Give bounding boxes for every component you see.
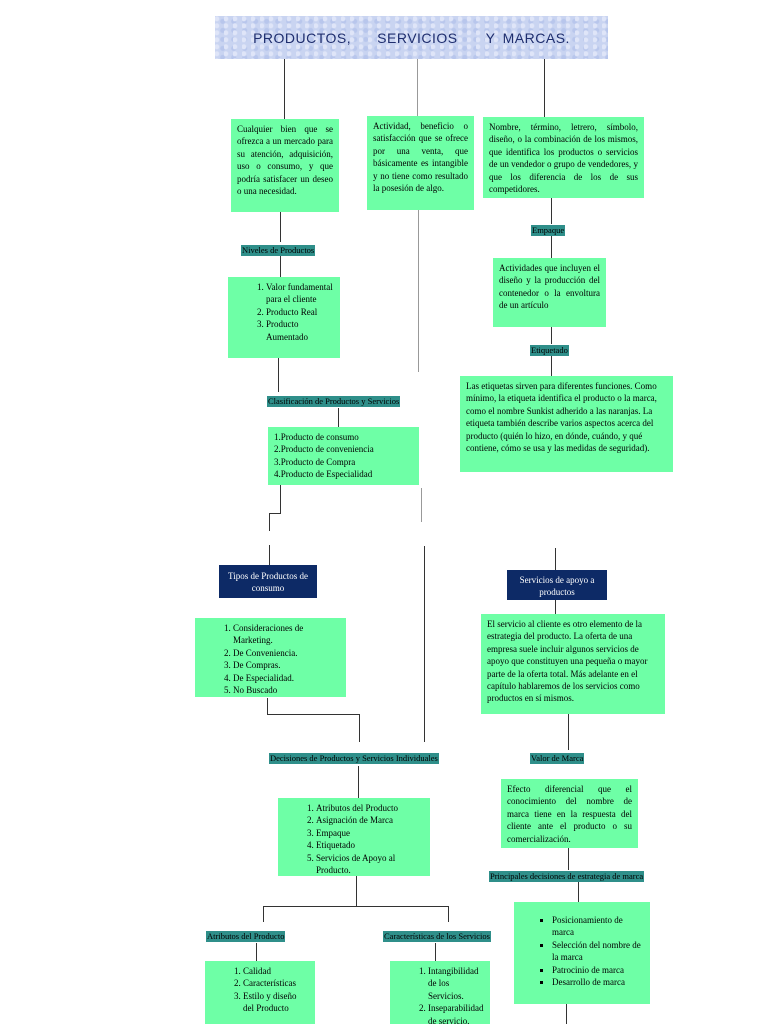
connector-line	[566, 1004, 567, 1024]
list-item: De Especialidad.	[233, 672, 340, 684]
tipos-list-box: Consideraciones de Marketing. De Conveni…	[195, 618, 346, 697]
clasificacion-box: 1.Producto de consumo 2.Producto de conv…	[268, 427, 419, 485]
valor-marca-box: Efecto diferencial que el conocimiento d…	[501, 779, 638, 848]
title-word-1: PRODUCTOS,	[253, 29, 352, 46]
list-item: De Conveniencia.	[233, 647, 340, 659]
connector-line	[356, 876, 357, 906]
list-item: Desarrollo de marca	[552, 976, 644, 988]
list-item: Atributos del Producto	[316, 802, 424, 814]
decisiones-list-box: Atributos del Producto Asignación de Mar…	[278, 798, 430, 876]
etiquetado-box: Las etiquetas sirven para diferentes fun…	[460, 376, 673, 472]
connector-line	[263, 906, 264, 922]
service-definition-box: Actividad, beneficio o satisfacción que …	[367, 116, 474, 210]
empaque-box: Actividades que incluyen el diseño y la …	[493, 258, 606, 327]
principales-list-box: Posicionamiento de marca Selección del n…	[514, 902, 650, 1004]
connector-line	[448, 906, 449, 922]
title-word-2: SERVICIOS	[377, 29, 458, 46]
label-etiquetado: Etiquetado	[530, 345, 569, 356]
list-item: Valor fundamental para el cliente	[266, 281, 334, 306]
connector-line	[338, 408, 339, 427]
connector-line	[267, 698, 268, 714]
list-item: 3.Producto de Compra	[274, 456, 356, 467]
niveles-list-box: Valor fundamental para el cliente Produc…	[228, 277, 340, 358]
connector-line	[284, 59, 285, 119]
list-item: Patrocinio de marca	[552, 964, 644, 976]
label-clasificacion: Clasificación de Productos y Servicios	[267, 396, 401, 407]
list-item: No Buscado	[233, 684, 340, 696]
list-item: Empaque	[316, 827, 424, 839]
list-item: Características	[243, 977, 309, 989]
list-item: Inseparabilidad de servicio.	[428, 1002, 484, 1024]
servicios-apoyo-box: El servicio al cliente es otro elemento …	[481, 614, 665, 714]
connector-line	[417, 59, 418, 116]
list-item: Producto Real	[266, 306, 334, 318]
list-item: Etiquetado	[316, 839, 424, 851]
list-item: 4.Producto de Especialidad	[274, 469, 373, 480]
list-item: Servicios de Apoyo al Producto.	[316, 852, 424, 877]
connector-line	[278, 358, 279, 392]
label-niveles-de-productos: Niveles de Productos	[241, 245, 316, 256]
list-item: Asignación de Marca	[316, 814, 424, 826]
list-item: Calidad	[243, 965, 309, 977]
label-atributos-del-producto: Atributos del Producto	[206, 931, 286, 942]
connector-line	[551, 198, 552, 224]
list-item: Consideraciones de Marketing.	[233, 622, 340, 647]
list-item: 2.Producto de conveniencia	[274, 444, 374, 455]
label-caracteristicas-servicios: Características de los Servicios	[383, 931, 491, 942]
connector-line	[256, 943, 257, 961]
label-valor-de-marca: Valor de Marca	[530, 753, 585, 764]
connector-line	[551, 236, 552, 258]
diagram-title: PRODUCTOS, SERVICIOS Y MARCAS.	[215, 16, 608, 59]
connector-line	[551, 356, 552, 376]
connector-line	[551, 327, 552, 344]
connector-line	[280, 212, 281, 242]
connector-line	[359, 714, 360, 742]
servicios-apoyo-header: Servicios de apoyo a productos	[507, 570, 607, 600]
connector-line	[435, 943, 436, 961]
connector-line	[555, 548, 556, 570]
list-item: Estilo y diseño del Producto	[243, 990, 309, 1015]
caracteristicas-list-box: Intangibilidad de los Servicios. Insepar…	[390, 961, 490, 1024]
connector-line	[269, 513, 281, 514]
connector-line	[424, 546, 425, 742]
connector-line	[568, 714, 569, 750]
title-word-3: Y MARCAS.	[485, 29, 570, 46]
product-definition-box: Cualquier bien que se ofrezca a un merca…	[231, 119, 339, 212]
connector-line	[544, 59, 545, 117]
connector-line	[418, 210, 419, 372]
tipos-productos-header: Tipos de Productos de consumo	[219, 565, 317, 598]
connector-line	[280, 485, 281, 513]
list-item: Intangibilidad de los Servicios.	[428, 965, 484, 1002]
connector-line	[269, 545, 270, 565]
connector-line	[568, 848, 569, 870]
list-item: Selección del nombre de la marca	[552, 939, 644, 964]
atributos-list-box: Calidad Características Estilo y diseño …	[205, 961, 315, 1024]
connector-line	[555, 600, 556, 614]
brand-definition-box: Nombre, término, letrero, símbolo, diseñ…	[483, 117, 644, 198]
list-item: 1.Producto de consumo	[274, 432, 359, 442]
list-item: Producto Aumentado	[266, 318, 334, 343]
connector-line	[263, 906, 448, 907]
label-decisiones: Decisiones de Productos y Servicios Indi…	[269, 753, 439, 764]
connector-line	[267, 714, 359, 715]
connector-line	[578, 882, 579, 902]
connector-line	[280, 256, 281, 277]
connector-line	[269, 513, 270, 531]
connector-line	[421, 488, 422, 522]
connector-line	[358, 766, 359, 798]
label-principales-decisiones: Principales decisiones de estrategia de …	[489, 871, 645, 882]
list-item: De Compras.	[233, 659, 340, 671]
list-item: Posicionamiento de marca	[552, 914, 644, 939]
label-empaque: Empaque	[531, 225, 566, 236]
